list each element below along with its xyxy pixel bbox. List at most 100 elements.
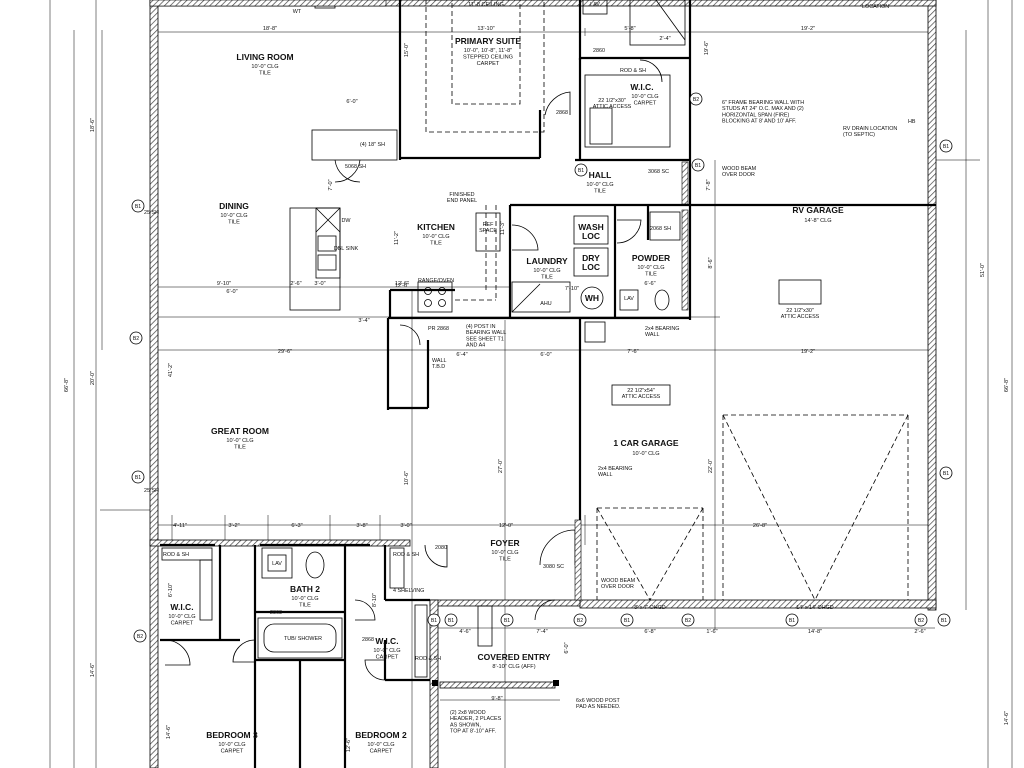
structural-tag: B2 <box>133 629 147 643</box>
dim-rv-side2: 8'-6" <box>708 257 714 268</box>
room-hall: HALL <box>589 170 612 180</box>
label-dbl-sink: DBL SINK <box>334 246 359 252</box>
tag-circle <box>914 613 928 627</box>
tag-label: B2 <box>577 618 583 624</box>
door-3080-foyer: 3080 SC <box>543 564 564 570</box>
label-lav-bath: LAV <box>272 561 282 567</box>
tag-circle <box>691 158 705 172</box>
dim-pr-a: 3'-4" <box>358 318 369 324</box>
fixtures <box>161 0 822 678</box>
structural-tag: B1 <box>500 613 514 627</box>
tag-label: B1 <box>431 618 437 624</box>
door-swings <box>164 59 663 681</box>
dim-closet: 6'-0" <box>226 289 237 295</box>
note-hb: HB <box>908 119 916 125</box>
tag-circle <box>620 613 634 627</box>
room-foyer: FOYER <box>490 538 519 548</box>
dim-bot-d: 1'-6" <box>706 629 717 635</box>
dim-wic-h2: 8'-10" <box>372 593 378 607</box>
tag-circle <box>129 331 143 345</box>
structural-tag: B1 <box>937 613 951 627</box>
dim-bed-right-h: 14'-6" <box>1004 711 1010 725</box>
label-dry: DRY <box>582 253 600 263</box>
ceiling-note: 11'-8 CEILING <box>468 2 504 8</box>
label-range-oven: RANGE/OVEN <box>418 278 454 284</box>
dim-small-a: 3'-0" <box>314 281 325 287</box>
tag-circle <box>131 470 145 484</box>
note-location-top: LOCATION <box>862 4 889 10</box>
tag-circle <box>939 139 953 153</box>
dim-bed3-h: 14'-6" <box>166 725 172 739</box>
door-3068-hall: 3068 SC <box>648 169 669 175</box>
structural-tag: B2 <box>914 613 928 627</box>
room-laundry: LAUNDRY <box>526 256 568 266</box>
structural-tag: B1 <box>574 163 588 177</box>
dim-range-w: 12'-6" <box>395 283 409 289</box>
dim-overall-right: 66'-8" <box>1004 378 1010 392</box>
dim-wic-h: 6'-10" <box>168 583 174 597</box>
dim-bot-a: 4'-6" <box>459 629 470 635</box>
tag-label: B1 <box>135 204 141 210</box>
room-great-room: GREAT ROOM <box>211 426 269 436</box>
tag-circle <box>785 613 799 627</box>
door-2080: 2080 <box>435 545 447 551</box>
dim-bot-f: 2'-6" <box>914 629 925 635</box>
room-living-room: LIVING ROOM <box>236 52 293 62</box>
label-lav-powder: LAV <box>624 296 634 302</box>
dim-primary-h: 15'-0" <box>404 43 410 57</box>
tag-circle <box>939 466 953 480</box>
tag-label: B2 <box>685 618 691 624</box>
label-loc: LOC <box>582 262 600 272</box>
dim-row-c: 6'-3" <box>291 523 302 529</box>
room-covered-entry: COVERED ENTRY <box>478 652 551 662</box>
dim-row-e: 3'-0" <box>400 523 411 529</box>
note-shelf-bed3: ROD & SH <box>163 552 189 558</box>
dim-garage-h: 22'-0" <box>708 459 714 473</box>
tag-circle <box>574 163 588 177</box>
door-2868-primary: 2868 <box>556 110 568 116</box>
dim-hall-h: 7'-8" <box>706 179 712 190</box>
tag-circle <box>689 92 703 106</box>
room-kitchen: KITCHEN <box>417 222 455 232</box>
drawing-border <box>49 0 1013 768</box>
dim-entry-w: 9'-8" <box>491 696 502 702</box>
room-powder: POWDER <box>632 253 670 263</box>
dim-small-b: 2'-6" <box>290 281 301 287</box>
dim-entry-h: 6'-0" <box>564 642 570 653</box>
dim-left-vert2: 20'-0" <box>90 371 96 385</box>
room-primary-suite: PRIMARY SUITE <box>455 36 521 46</box>
room-dining: DINING <box>219 201 249 211</box>
tag-label: B2 <box>133 336 139 342</box>
room-covered-entry-sub: 8'-10" CLG (AFF) <box>492 664 535 670</box>
dim-right-edge: 19'-6" <box>704 41 710 55</box>
structural-tag: B1 <box>785 613 799 627</box>
tag-circle <box>133 629 147 643</box>
room-rv-garage: RV GARAGE <box>792 205 844 215</box>
window-sh: (4) 18" SH <box>360 142 385 148</box>
exterior-walls <box>149 0 937 768</box>
note-shelf-bath: ROD & SH <box>393 552 419 558</box>
dim-row-a: 4'-11" <box>173 523 187 529</box>
dim-great-w: 29'-6" <box>278 349 292 355</box>
tag-label: B1 <box>789 618 795 624</box>
structural-tag: B1 <box>131 470 145 484</box>
tag-label: B2 <box>918 618 924 624</box>
dim-top-right-b: 6'-0" <box>346 99 357 105</box>
dim-great-h: 41'-2" <box>168 363 174 377</box>
